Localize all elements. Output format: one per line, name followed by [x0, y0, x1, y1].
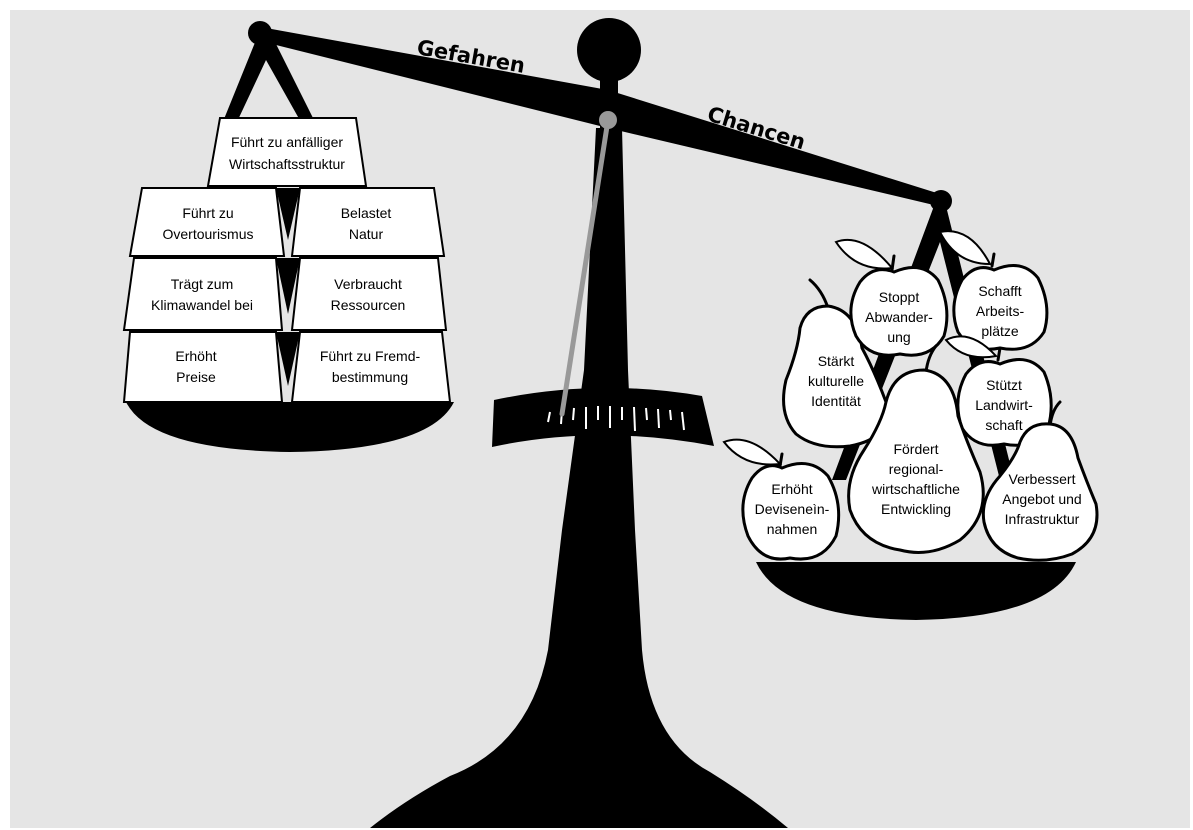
apple-jobs: Schafft Arbeits- plätze [938, 230, 1049, 351]
risk-3-line2: Natur [349, 226, 384, 242]
apple-emigration-line3: ung [887, 329, 910, 345]
apple-jobs-line2: Arbeits- [976, 303, 1025, 319]
apple-foreign-exchange: Erhöht Deviseneìn- nahmen [722, 438, 841, 561]
left-pan-bowl [126, 402, 454, 452]
pear-cultural-line1: Stärkt [818, 353, 855, 369]
pear-regional-line3: wirtschaftliche [871, 481, 960, 497]
risk-block-6: Erhöht Preise [122, 331, 284, 403]
apple-emigration-line2: Abwander- [865, 309, 933, 325]
risk-1-line2: Wirtschaftsstruktur [229, 156, 345, 172]
pear-infrastructure: Verbessert Angebot und Infrastruktur [981, 400, 1099, 562]
risk-7-line2: bestimmung [332, 369, 408, 385]
apple-stop-emigration: Stoppt Abwander- ung [834, 238, 949, 357]
risk-6-line1: Erhöht [175, 348, 216, 364]
pear-cultural-line2: kulturelle [808, 373, 864, 389]
apple-fx-line1: Erhöht [771, 481, 812, 497]
pear-infra-line2: Angebot und [1002, 491, 1081, 507]
pear-regional-line2: regional- [889, 461, 944, 477]
scale-pillar [370, 128, 788, 828]
left-hanger-gap-3 [276, 332, 300, 386]
left-hanger-gap-2 [276, 258, 300, 314]
risk-2-line1: Führt zu [182, 205, 233, 221]
risk-1-line1: Führt zu anfälliger [231, 134, 343, 150]
risk-block-1: Führt zu anfälliger Wirtschaftsstruktur [206, 117, 368, 187]
pear-regional-line1: Fördert [893, 441, 938, 457]
pear-cultural-line3: Identität [811, 393, 861, 409]
apple-fx-line2: Deviseneìn- [755, 501, 830, 517]
pear-infra-line1: Verbessert [1009, 471, 1076, 487]
balance-scale-illustration: Gefahren Chancen Führt zu anfälliger Wir… [10, 10, 1190, 828]
pear-regional-line4: Entwickling [881, 501, 951, 517]
left-hanger-gap-1 [276, 188, 300, 240]
risk-block-7: Führt zu Fremd- bestimmung [290, 331, 452, 403]
apple-fx-line3: nahmen [767, 521, 818, 537]
apple-agriculture: Stützt Landwirt- schaft [944, 335, 1053, 447]
scale-dial [492, 387, 714, 447]
apple-agri-line3: schaft [985, 417, 1022, 433]
apple-jobs-line3: plätze [981, 323, 1019, 339]
beam-left-knob [248, 21, 272, 45]
apple-jobs-line1: Schafft [978, 283, 1021, 299]
risk-6-line2: Preise [176, 369, 216, 385]
scale-top-knob [577, 18, 641, 82]
risk-5-line2: Ressourcen [331, 297, 406, 313]
risk-block-2: Führt zu Overtourismus [128, 187, 286, 257]
risk-3-line1: Belastet [341, 205, 392, 221]
risk-4-line2: Klimawandel bei [151, 297, 253, 313]
risk-2-line2: Overtourismus [162, 226, 253, 242]
risk-4-line1: Trägt zum [171, 276, 234, 292]
scale-needle [559, 117, 611, 417]
right-pan-bowl [756, 562, 1076, 620]
risk-block-5: Verbraucht Ressourcen [290, 257, 448, 331]
pear-cultural-identity: Stärkt kulturelle Identität [782, 278, 889, 449]
apple-emigration-line1: Stoppt [879, 289, 920, 305]
risk-5-line1: Verbraucht [334, 276, 402, 292]
risk-7-line1: Führt zu Fremd- [320, 348, 421, 364]
apple-agri-line1: Stützt [986, 377, 1022, 393]
needle-pivot [599, 111, 617, 129]
risk-block-4: Trägt zum Klimawandel bei [122, 257, 284, 331]
apple-agri-line2: Landwirt- [975, 397, 1033, 413]
risk-block-3: Belastet Natur [290, 187, 446, 257]
scale-graphic: Gefahren Chancen Führt zu anfälliger Wir… [122, 18, 1099, 828]
dial-ticks [547, 406, 685, 432]
pear-regional-development: Fördert regional- wirtschaftliche Entwic… [847, 344, 985, 554]
left-pan-hanger [222, 40, 316, 124]
pear-infra-line3: Infrastruktur [1005, 511, 1080, 527]
